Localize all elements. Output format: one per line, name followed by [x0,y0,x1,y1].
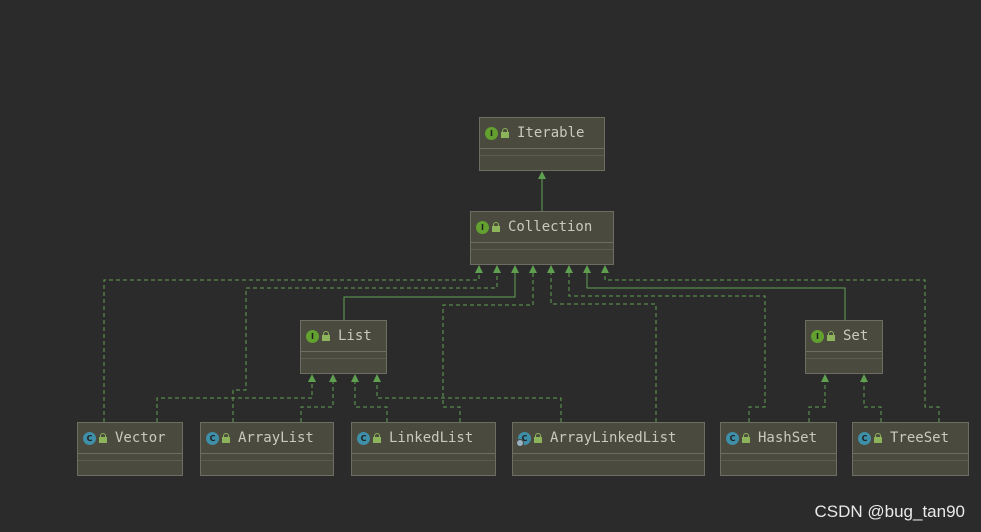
node-divider [721,454,836,461]
edge-line [863,381,882,422]
public-lock-icon [534,433,542,443]
public-lock-icon [322,331,330,341]
class-icon: C [206,431,219,445]
edge-line [232,272,498,422]
node-iterable[interactable]: I Iterable [479,117,605,171]
node-label: Set [843,328,869,344]
node-divider [201,454,333,461]
edge-line [586,272,846,320]
public-lock-icon [827,331,835,341]
edge-arrowhead [351,374,359,382]
interface-icon: I [476,220,489,234]
edge-arrowhead [329,374,337,382]
node-label: TreeSet [890,430,950,446]
node-arraylist[interactable]: C ArrayList [200,422,334,476]
edge-arrowhead [475,265,483,273]
node-set[interactable]: I Set [805,320,883,374]
edge-line [442,272,534,422]
class-icon: C [858,431,871,445]
node-treeset[interactable]: C TreeSet [852,422,969,476]
edge-arraylinkedlist-to-list [373,374,562,422]
node-divider [480,149,604,156]
edge-vector-to-collection [103,265,483,422]
abstract-class-icon: C [516,431,531,447]
node-hashset[interactable]: C HashSet [720,422,837,476]
edge-line [156,381,313,422]
edge-line [550,272,657,422]
node-list[interactable]: I List [300,320,387,374]
edge-arraylist-to-collection [232,265,501,422]
edge-arrowhead [860,374,868,382]
node-label: LinkedList [389,430,474,446]
interface-icon: I [306,329,319,343]
node-label: Iterable [517,125,585,141]
interface-icon: I [811,329,824,343]
edge-arrowhead [821,374,829,382]
class-icon: C [357,431,370,445]
edge-hashset-to-set [808,374,829,422]
edge-collection-to-iterable [538,171,546,211]
node-label: List [338,328,372,344]
edge-arrowhead [547,265,555,273]
edge-arrowhead [373,374,381,382]
node-divider [471,243,613,250]
edge-list-to-collection [343,265,519,320]
watermark: CSDN @bug_tan90 [814,502,965,521]
edge-arrowhead [565,265,573,273]
public-lock-icon [742,433,750,443]
node-divider [78,454,182,461]
node-label: ArrayList [238,430,314,446]
public-lock-icon [492,222,500,232]
edge-line [300,381,334,422]
edge-arraylist-to-list [300,374,337,422]
class-icon: C [726,431,739,445]
node-vector[interactable]: C Vector [77,422,183,476]
edge-line [103,272,480,422]
public-lock-icon [501,128,509,138]
edge-vector-to-list [156,374,316,422]
edge-arrowhead [538,171,546,179]
edge-arrowhead [493,265,501,273]
edge-arrowhead [308,374,316,382]
edge-arrowhead [529,265,537,273]
node-divider [352,454,495,461]
edge-line [808,381,826,422]
node-label: Vector [115,430,166,446]
node-label: ArrayLinkedList [550,430,677,446]
node-collection[interactable]: I Collection [470,211,614,265]
public-lock-icon [874,433,882,443]
edge-linkedlist-to-list [351,374,388,422]
edge-hashset-to-collection [565,265,766,422]
interface-icon: I [485,126,498,140]
edge-arraylinkedlist-to-collection [547,265,657,422]
edge-line [604,272,940,422]
edge-set-to-collection [583,265,846,320]
edge-arrowhead [601,265,609,273]
node-linkedlist[interactable]: C LinkedList [351,422,496,476]
edge-treeset-to-collection [601,265,940,422]
public-lock-icon [99,433,107,443]
node-divider [853,454,968,461]
edge-line [568,272,766,422]
class-icon: C [83,431,96,445]
edge-treeset-to-set [860,374,882,422]
public-lock-icon [373,433,381,443]
node-label: Collection [508,219,593,235]
edge-line [354,381,388,422]
edge-line [343,272,516,320]
node-arraylinkedlist[interactable]: C ArrayLinkedList [512,422,705,476]
edge-line [376,381,562,422]
edge-linkedlist-to-collection [442,265,537,422]
edge-arrowhead [511,265,519,273]
node-divider [806,352,882,359]
node-divider [513,454,704,461]
public-lock-icon [222,433,230,443]
node-label: HashSet [758,430,818,446]
node-divider [301,352,386,359]
edge-arrowhead [583,265,591,273]
